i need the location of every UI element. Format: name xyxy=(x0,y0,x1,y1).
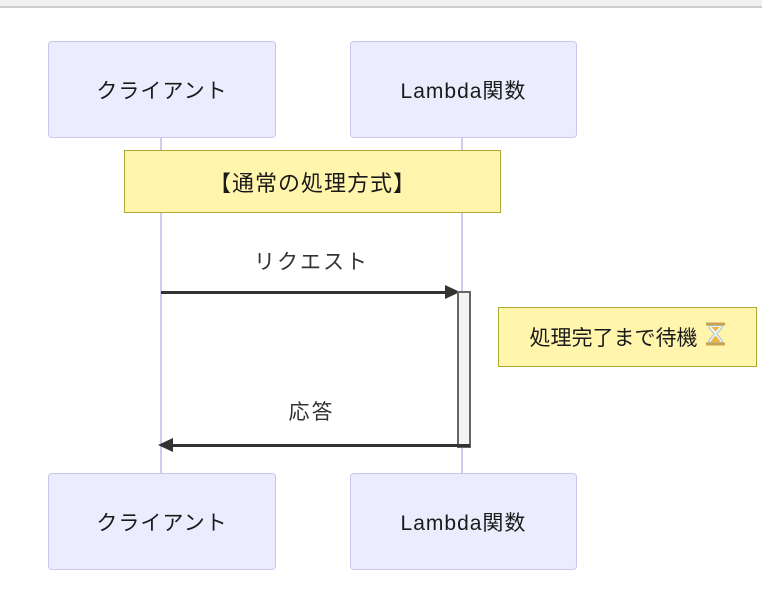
actor-box-client-bottom: クライアント xyxy=(48,473,276,570)
actor-box-client-top: クライアント xyxy=(48,41,276,138)
hourglass-icon xyxy=(705,322,726,352)
actor-box-lambda-top: Lambda関数 xyxy=(350,41,577,138)
note-title-label: 【通常の処理方式】 xyxy=(208,170,416,196)
arrow-response xyxy=(172,444,470,447)
note-wait: 処理完了まで待機 xyxy=(498,307,757,367)
note-title: 【通常の処理方式】 xyxy=(124,150,501,213)
actor-box-lambda-bottom: Lambda関数 xyxy=(350,473,577,570)
arrowhead-right-icon xyxy=(445,285,460,299)
message-label-response: 応答 xyxy=(288,401,335,424)
arrow-request xyxy=(161,291,445,294)
actor-label-lambda: Lambda関数 xyxy=(400,511,527,535)
lifeline-client xyxy=(160,138,162,473)
message-label-request: リクエスト xyxy=(254,251,369,274)
actor-label-client: クライアント xyxy=(96,79,228,103)
note-wait-label: 処理完了まで待機 xyxy=(529,327,698,350)
activation-bar xyxy=(457,291,471,448)
arrowhead-left-icon xyxy=(158,438,173,452)
actor-label-lambda: Lambda関数 xyxy=(400,79,527,103)
actor-label-client: クライアント xyxy=(96,511,228,535)
window-top-edge xyxy=(0,0,762,8)
